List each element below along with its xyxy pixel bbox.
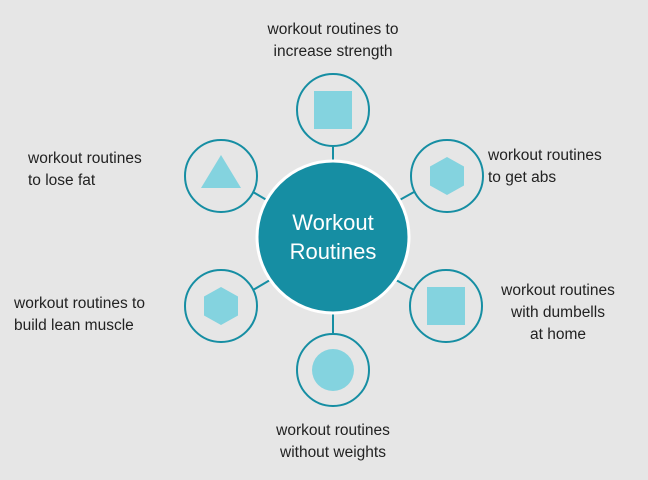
square-icon [427,287,465,325]
label-line: to get abs [488,169,557,186]
connector-leanmuscle [252,279,271,291]
label-abs: workout routines to get abs [488,145,602,189]
label-strength: workout routines to increase strength [233,19,433,63]
label-line: build lean muscle [14,317,134,334]
node-losefat [184,139,258,213]
node-strength [296,73,370,147]
label-noweights: workout routines without weights [233,420,433,464]
label-line: workout routines [488,147,602,164]
connector-dumbells [395,279,415,291]
node-noweights [296,333,370,407]
label-line: workout routines to [267,21,399,38]
label-leanmuscle: workout routines to build lean muscle [14,293,145,337]
center-node [255,159,411,315]
label-line: workout routines [28,150,142,167]
label-line: without weights [280,444,386,461]
center-title-line1: Workout [292,210,374,235]
label-line: workout routines to [14,295,145,312]
square-icon [314,91,352,129]
label-losefat: workout routines to lose fat [28,148,142,192]
label-line: with dumbells [511,304,605,321]
label-line: workout routines [501,282,615,299]
node-dumbells [409,269,483,343]
node-abs [410,139,484,213]
triangle-icon [201,155,241,188]
hexagon-icon [204,287,238,325]
label-dumbells: workout routines with dumbells at home [488,280,628,346]
hexagon-icon [430,157,464,195]
node-leanmuscle [184,269,258,343]
center-title: Workout Routines [258,208,408,266]
label-line: workout routines [276,422,390,439]
label-line: increase strength [273,43,393,60]
circle-icon [312,349,354,391]
label-line: at home [529,326,586,343]
center-title-line2: Routines [289,239,377,264]
label-line: to lose fat [28,172,96,189]
